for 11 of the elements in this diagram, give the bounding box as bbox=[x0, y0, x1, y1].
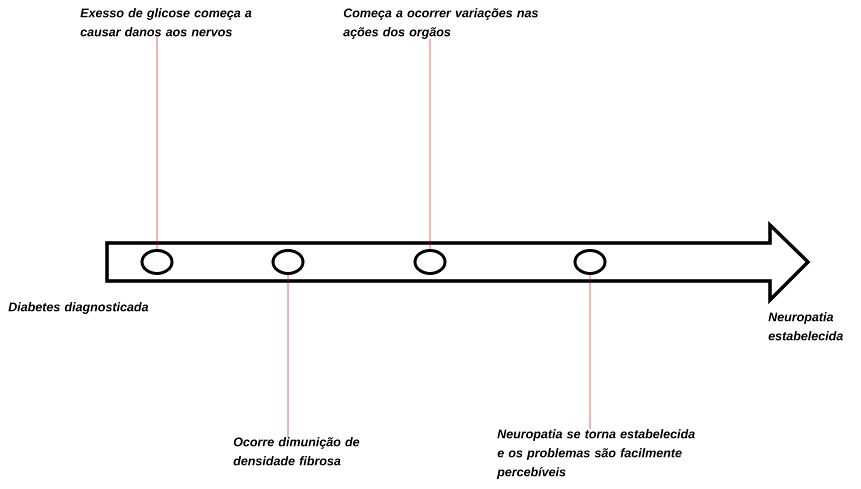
timeline-marker bbox=[272, 249, 304, 275]
leader-line bbox=[156, 36, 158, 250]
timeline-marker bbox=[574, 249, 606, 275]
event-text: Neuropatia se torna estabelecida e os problemas são facilmente percebíveis bbox=[496, 429, 695, 479]
event-text: Exesso de glicose começa a causar danos aos nervos bbox=[80, 8, 252, 36]
milestone-label: Diabetes diagnosticada bbox=[8, 302, 148, 314]
event-text: Começa a ocorrer variações nas ações dos orgãos bbox=[343, 8, 538, 39]
timeline-marker bbox=[140, 249, 174, 275]
milestone-label: Neuropatia estabelecida bbox=[768, 312, 843, 340]
timeline-marker bbox=[414, 249, 446, 275]
event-text: Ocorre dimunição de densidade fibrosa bbox=[234, 437, 360, 466]
